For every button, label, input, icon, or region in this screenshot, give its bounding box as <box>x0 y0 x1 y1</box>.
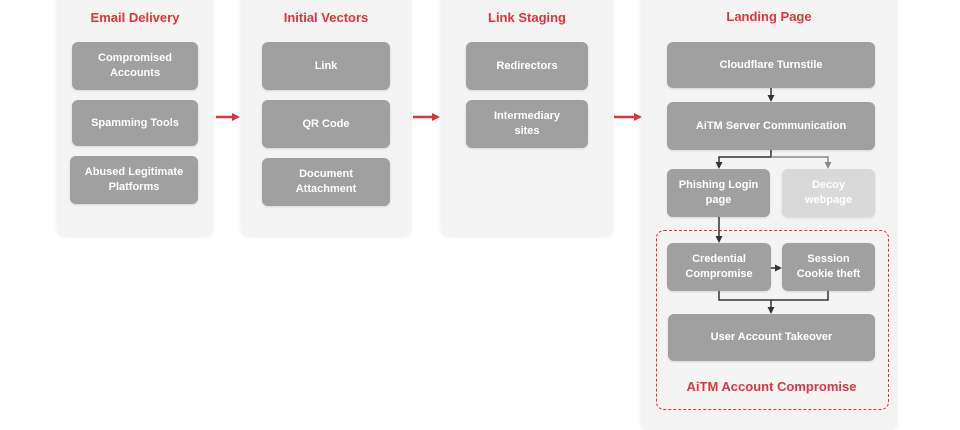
node-redirectors: Redirectors <box>466 42 588 90</box>
arrow-server-to-decoy <box>771 156 832 169</box>
connectors <box>216 88 832 314</box>
node-aitm-server-communication: AiTM Server Communication <box>667 102 875 150</box>
node-decoy-webpage: Decoy webpage <box>782 169 875 217</box>
stage-title: Initial Vectors <box>283 10 369 25</box>
aitm-compromise-group <box>656 230 889 410</box>
stage-title: Landing Page <box>726 9 812 24</box>
stage-title: Link Staging <box>488 10 566 25</box>
node-link: Link <box>262 42 390 90</box>
stage-email-delivery: Email Delivery Compromised Accounts Spam… <box>58 0 212 236</box>
group-title: AiTM Account Compromise <box>686 379 857 394</box>
node-cloudflare-turnstile: Cloudflare Turnstile <box>667 42 875 88</box>
node-abused-platforms: Abused Legitimate Platforms <box>70 156 198 204</box>
node-session-cookie-theft: Session Cookie theft <box>782 243 875 291</box>
node-phishing-login-page: Phishing Login page <box>667 169 770 217</box>
arrow-server-to-phishing <box>715 150 772 169</box>
arrow-credential-to-takeover <box>718 291 775 314</box>
stage-title: Email Delivery <box>90 10 180 25</box>
node-compromised-accounts: Compromised Accounts <box>72 42 198 90</box>
node-user-account-takeover: User Account Takeover <box>668 314 875 361</box>
stage-initial-vectors: Initial Vectors Link QR Code Document At… <box>242 0 410 236</box>
stage-link-staging: Link Staging Redirectors Intermediary si… <box>442 0 612 236</box>
node-intermediary-sites: Intermediary sites <box>466 100 588 148</box>
node-qr-code: QR Code <box>262 100 390 148</box>
node-credential-compromise: Credential Compromise <box>667 243 771 291</box>
node-spamming-tools: Spamming Tools <box>72 100 198 146</box>
arrow-session-to-takeover <box>771 291 829 301</box>
node-document-attachment: Document Attachment <box>262 158 390 206</box>
